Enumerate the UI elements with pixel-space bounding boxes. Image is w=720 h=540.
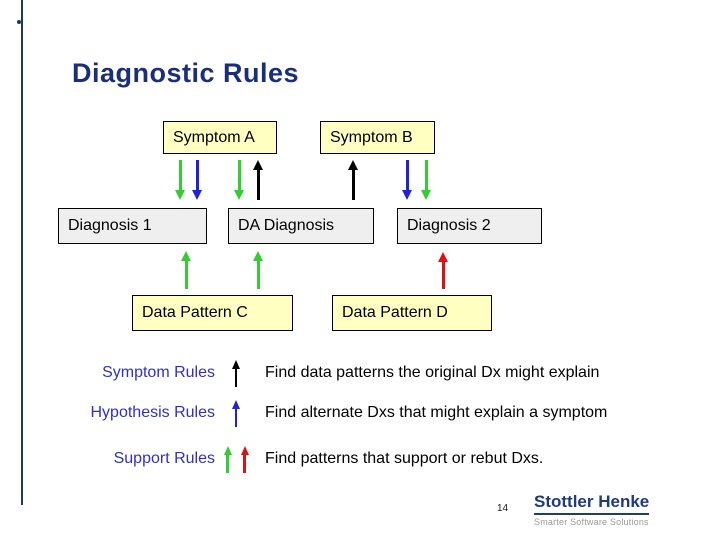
page-title: Diagnostic Rules bbox=[72, 58, 300, 88]
arrow-da-diagnosis-to-symptom-a-black bbox=[253, 160, 263, 200]
legend-description: Find patterns that support or rebut Dxs. bbox=[265, 450, 544, 467]
legend-arrow-group bbox=[215, 359, 257, 387]
box-symptom-b: Symptom B bbox=[320, 121, 435, 154]
legend-arrow-group bbox=[215, 399, 257, 427]
arrow-data-pattern-c-to-da-diagnosis-green bbox=[253, 251, 263, 289]
legend-description: Find data patterns the original Dx might… bbox=[265, 364, 600, 381]
legend-label-support-rules: Support Rules bbox=[113, 450, 215, 467]
legend-label-hypothesis-rules: Hypothesis Rules bbox=[90, 404, 216, 421]
box-diagnosis-1: Diagnosis 1 bbox=[58, 208, 207, 244]
legend-row-symptom-rules: Symptom Rules Find data patterns the ori… bbox=[30, 358, 607, 388]
legend: Symptom Rules Find data patterns the ori… bbox=[30, 358, 607, 484]
arrow-data-pattern-d-to-diagnosis-2-red bbox=[438, 252, 448, 289]
arrow-symptom-a-to-diagnosis-1-green bbox=[175, 160, 185, 200]
box-data-pattern-d: Data Pattern D bbox=[332, 295, 492, 331]
arrow-symptom-a-to-diagnosis-1-blue bbox=[192, 160, 202, 200]
slide-accent-dot bbox=[17, 20, 21, 24]
legend-row-hypothesis-rules: Hypothesis Rules Find alternate Dxs that… bbox=[30, 398, 607, 428]
logo-tagline: Smarter Software Solutions bbox=[534, 517, 649, 527]
box-da-diagnosis: DA Diagnosis bbox=[228, 208, 374, 244]
box-symptom-a: Symptom A bbox=[163, 121, 277, 154]
arrow-da-diagnosis-to-symptom-b-black bbox=[348, 160, 358, 200]
arrow-symptom-b-to-diagnosis-2-blue bbox=[402, 160, 412, 200]
legend-blue-up-arrow-icon bbox=[232, 399, 240, 427]
legend-arrow-group bbox=[215, 445, 257, 473]
box-diagnosis-2: Diagnosis 2 bbox=[397, 208, 542, 244]
arrow-data-pattern-c-to-diagnosis-1-green bbox=[181, 251, 191, 289]
legend-green-up-arrow-icon bbox=[223, 445, 232, 473]
arrow-symptom-a-to-da-diagnosis-green bbox=[234, 160, 244, 200]
page-number: 14 bbox=[497, 503, 509, 514]
slide-accent-line bbox=[21, 0, 23, 505]
legend-label-symptom-rules: Symptom Rules bbox=[102, 364, 215, 381]
legend-row-support-rules: Support Rules Find patterns that support… bbox=[30, 444, 607, 474]
logo-title: Stottler Henke bbox=[534, 492, 650, 515]
box-data-pattern-c: Data Pattern C bbox=[132, 295, 293, 331]
legend-red-up-arrow-icon bbox=[240, 445, 249, 473]
legend-description: Find alternate Dxs that might explain a … bbox=[265, 404, 608, 421]
arrow-symptom-b-to-diagnosis-2-green bbox=[421, 160, 431, 200]
legend-black-up-arrow-icon bbox=[232, 359, 240, 387]
stottler-henke-logo: Stottler Henke Smarter Software Solution… bbox=[534, 492, 650, 527]
